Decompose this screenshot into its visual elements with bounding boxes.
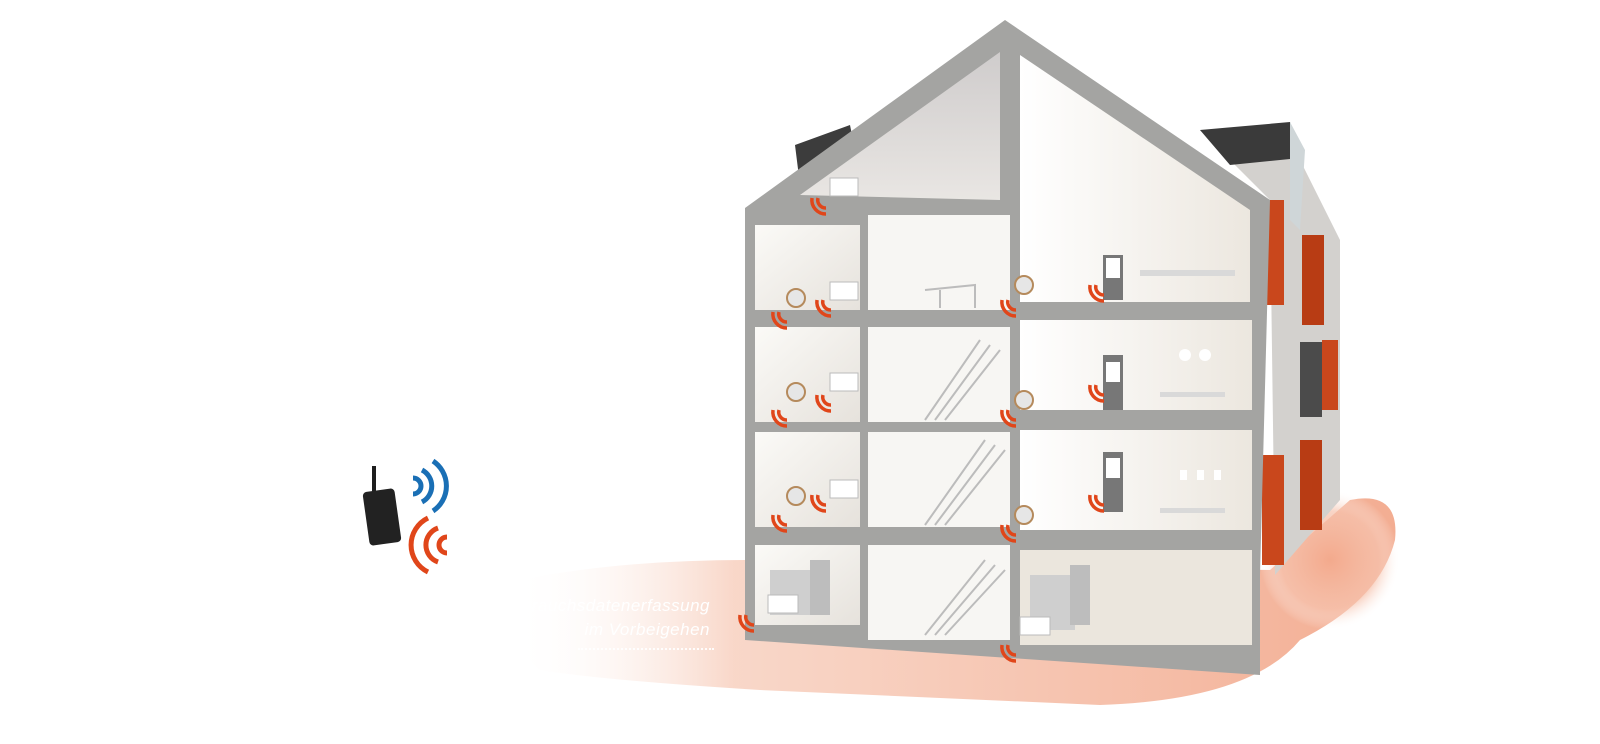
radiator-meters: [1103, 255, 1123, 512]
water-meters: [786, 275, 1034, 525]
facade-window-orange: [1302, 235, 1324, 325]
caption-line-1: Verbrauchsdatenerfassung: [494, 596, 710, 615]
water-meter-icon: [1014, 275, 1034, 295]
facade-window-orange: [1300, 440, 1322, 530]
radio-signals: [738, 197, 1105, 663]
water-meter-icon: [786, 382, 806, 402]
heat-meter-boxes: [767, 177, 1051, 636]
boilers: [770, 560, 1090, 630]
house-structure: [745, 20, 1270, 675]
water-meter-icon: [786, 288, 806, 308]
facade-window-orange: [1322, 340, 1338, 410]
facade-window-dark: [1300, 342, 1322, 417]
dining-tables: [1140, 270, 1235, 513]
staircase: [924, 283, 1006, 636]
radio-wave-orange-icon: [408, 515, 448, 575]
water-meter-icon: [1014, 505, 1034, 525]
caption-line-2: im Vorbeigehen: [584, 620, 710, 639]
heat-cost-allocator-icon: [1106, 458, 1120, 478]
water-meter-icon: [1014, 390, 1034, 410]
facade-window-orange: [1262, 455, 1284, 565]
caption-dotted-underline: [578, 648, 714, 650]
water-meter-icon: [786, 486, 806, 506]
heat-cost-allocator-icon: [1106, 362, 1120, 382]
radio-wave-blue-icon: [412, 458, 449, 514]
heat-cost-allocator-icon: [1106, 258, 1120, 278]
handheld-radio-reader-icon: [362, 466, 402, 546]
side-facade: [795, 122, 1340, 575]
